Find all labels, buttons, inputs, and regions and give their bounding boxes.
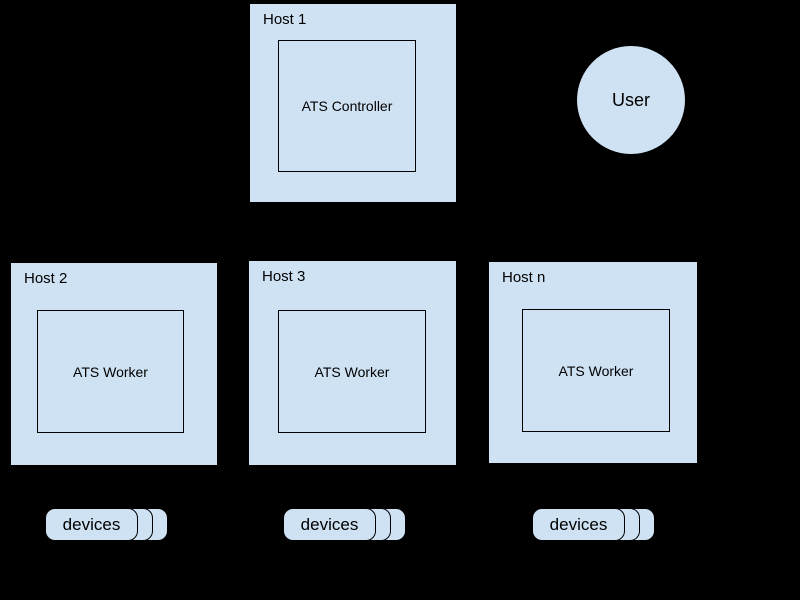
host-n-box: Host n ATS Worker (489, 262, 697, 463)
ats-worker-node-3: ATS Worker (522, 309, 670, 432)
ats-worker-label-1: ATS Worker (73, 363, 148, 380)
ats-worker-node-1: ATS Worker (37, 310, 184, 433)
devices-stack-3: devices (532, 508, 658, 544)
devices-stack-2-label: devices (300, 514, 359, 534)
devices-stack-1-front-card: devices (45, 508, 138, 541)
devices-stack-3-label: devices (549, 514, 608, 534)
host-n-label: Host n (502, 269, 546, 286)
ats-worker-label-3: ATS Worker (558, 362, 634, 379)
ats-controller-label: ATS Controller (301, 98, 393, 114)
devices-stack-2: devices (283, 508, 409, 544)
devices-stack-1: devices (45, 508, 171, 544)
host-3-label: Host 3 (262, 268, 306, 285)
ats-worker-node-2: ATS Worker (278, 310, 426, 433)
host-3-box: Host 3 ATS Worker (249, 261, 456, 465)
ats-worker-label-2: ATS Worker (314, 363, 390, 380)
devices-stack-2-front-card: devices (283, 508, 376, 541)
host-2-box: Host 2 ATS Worker (11, 263, 217, 465)
ats-controller-node: ATS Controller (278, 40, 416, 172)
host-1-label: Host 1 (263, 11, 307, 28)
user-actor: User (577, 46, 685, 154)
user-actor-label: User (611, 89, 650, 110)
host-2-label: Host 2 (24, 270, 68, 287)
devices-stack-1-label: devices (62, 514, 121, 534)
host-1-box: Host 1 ATS Controller (250, 4, 456, 202)
devices-stack-3-front-card: devices (532, 508, 625, 541)
